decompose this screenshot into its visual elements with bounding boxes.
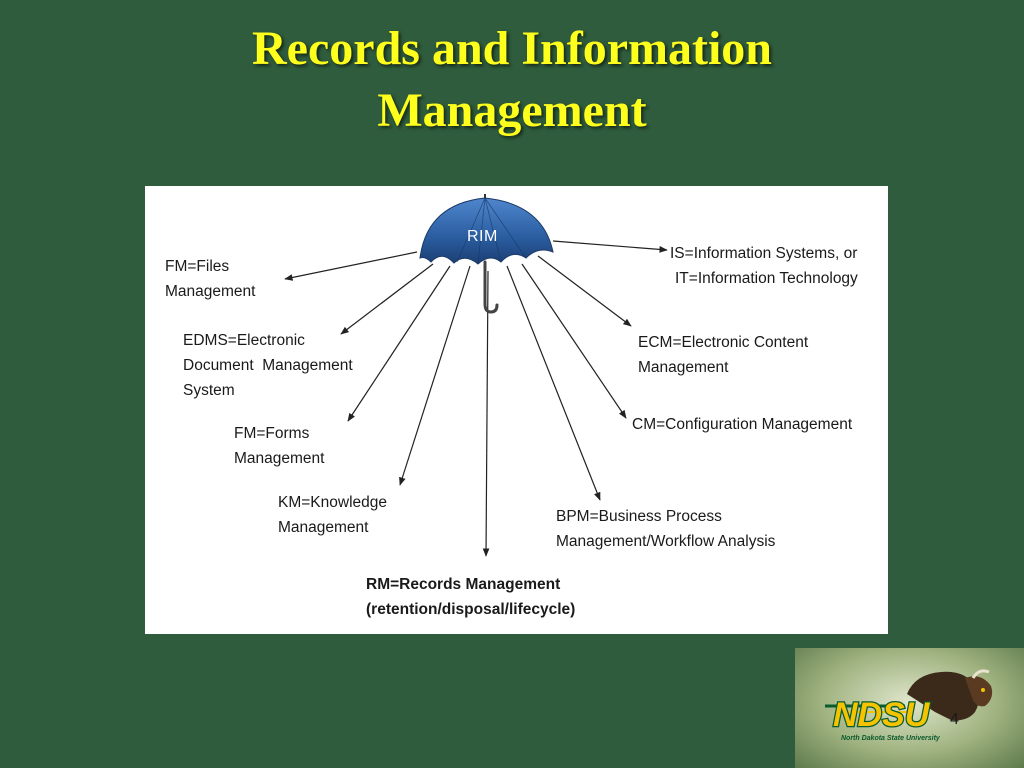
node-fm-forms-line-2: Management xyxy=(234,450,325,467)
connector-arrows xyxy=(284,240,668,557)
node-cm-line-1: CM=Configuration Management xyxy=(632,416,853,433)
arrow-to-ecm xyxy=(537,255,632,327)
node-ecm-line-1: ECM=Electronic Content xyxy=(638,334,809,351)
arrow-to-fm-forms xyxy=(347,265,451,422)
node-is-it-line-2: IT=Information Technology xyxy=(675,270,858,287)
ndsu-logo: NDSU North Dakota State University xyxy=(795,648,1024,768)
node-fm-forms: FM=Forms Management xyxy=(234,421,324,471)
node-fm-files-line-1: FM=Files xyxy=(165,258,230,275)
arrow-to-km xyxy=(399,265,471,486)
node-bpm-line-1: BPM=Business Process xyxy=(556,508,722,525)
arrow-to-rm xyxy=(482,270,490,557)
bison-logo-icon: NDSU North Dakota State University xyxy=(825,669,993,742)
node-fm-files: FM=Files Management xyxy=(165,254,255,304)
ndsu-wordmark: NDSU xyxy=(833,696,931,734)
node-bpm-line-2: Management/Workflow Analysis xyxy=(556,533,776,550)
node-rm-line-1: RM=Records Management xyxy=(366,576,561,593)
rim-diagram: RIM FM=Files Management EDMS=Electronic … xyxy=(145,186,888,634)
node-rm: RM=Records Management (retention/disposa… xyxy=(366,572,575,622)
node-km-line-2: Management xyxy=(278,519,369,536)
node-km: KM=Knowledge Management xyxy=(278,490,387,540)
arrow-to-edms xyxy=(340,263,434,335)
node-fm-forms-line-1: FM=Forms xyxy=(234,425,310,442)
node-fm-files-line-2: Management xyxy=(165,283,256,300)
node-bpm: BPM=Business Process Management/Workflow… xyxy=(556,504,775,554)
arrow-to-cm xyxy=(521,263,627,419)
slide-title: Records and Information Management xyxy=(0,18,1024,142)
title-line-2: Management xyxy=(377,84,647,137)
diagram-graphics xyxy=(284,194,668,557)
node-edms-line-1: EDMS=Electronic xyxy=(183,332,305,349)
arrow-to-is-it xyxy=(552,240,668,253)
node-edms: EDMS=Electronic Document Management Syst… xyxy=(183,328,353,403)
page-number: 4 xyxy=(950,711,959,728)
title-line-1: Records and Information xyxy=(251,22,772,75)
node-km-line-1: KM=Knowledge xyxy=(278,494,387,511)
node-rm-line-2: (retention/disposal/lifecycle) xyxy=(366,601,576,618)
ndsu-subtitle: North Dakota State University xyxy=(841,735,941,742)
arrow-to-fm-files xyxy=(284,251,418,281)
rim-hub-label: RIM xyxy=(467,228,498,245)
node-cm: CM=Configuration Management xyxy=(632,412,852,437)
node-is-it: IS=Information Systems, or IT=Informatio… xyxy=(670,241,858,291)
arrow-to-bpm xyxy=(506,265,601,501)
node-ecm-line-2: Management xyxy=(638,359,729,376)
node-edms-line-3: System xyxy=(183,382,235,399)
umbrella-icon xyxy=(419,194,554,314)
node-edms-line-2: Document Management xyxy=(183,357,353,374)
node-is-it-line-1: IS=Information Systems, or xyxy=(670,245,858,262)
node-ecm: ECM=Electronic Content Management xyxy=(638,330,808,380)
